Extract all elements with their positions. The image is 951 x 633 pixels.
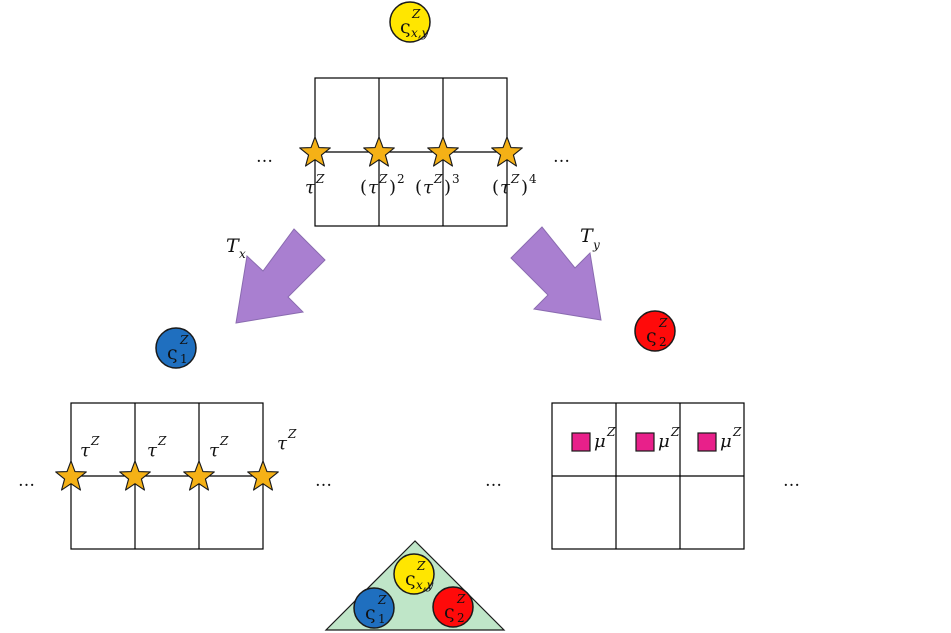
- svg-text:τ: τ: [368, 177, 379, 198]
- ty-label: T: [580, 225, 594, 247]
- svg-text:Z: Z: [510, 172, 520, 186]
- svg-text:Z: Z: [670, 425, 680, 439]
- tri-red-disc: ς Z 2: [432, 586, 474, 628]
- svg-text:ς: ς: [167, 342, 178, 364]
- fusion-triangle: ς Z x,y ς Z 1 ς Z 2: [324, 540, 506, 631]
- blue-disc-icon: [353, 587, 395, 629]
- badge-superscript: Z: [411, 7, 421, 21]
- svg-text:Z: Z: [287, 427, 297, 441]
- svg-text:ς: ς: [400, 16, 411, 38]
- arrow-icon: [510, 226, 602, 321]
- svg-text:Z: Z: [378, 172, 388, 186]
- tx-arrow: T x: [226, 228, 326, 324]
- svg-text:ς: ς: [646, 325, 657, 347]
- svg-text:4: 4: [529, 172, 537, 186]
- br-right-ellipsis: …: [783, 471, 800, 491]
- tx-label: T: [226, 235, 240, 257]
- svg-text:1: 1: [180, 352, 188, 366]
- bottom-right-grid: [551, 402, 745, 550]
- svg-text:Z: Z: [732, 425, 742, 439]
- top-right-ellipsis: …: [553, 147, 570, 167]
- tri-yellow-disc: ς Z x,y: [393, 553, 435, 595]
- svg-text:x,y: x,y: [416, 578, 434, 592]
- red-symmetry-badge: ς Z 2: [634, 310, 676, 352]
- square-icon: [635, 432, 655, 452]
- svg-text:Z: Z: [606, 425, 616, 439]
- svg-text:Z: Z: [315, 172, 325, 186]
- svg-text:μ: μ: [594, 431, 606, 452]
- svg-text:τ: τ: [423, 177, 434, 198]
- svg-text:τ: τ: [305, 177, 316, 198]
- svg-text:Z: Z: [90, 434, 100, 448]
- svg-text:3: 3: [452, 172, 460, 186]
- svg-text:Z: Z: [179, 333, 189, 347]
- svg-text:μ: μ: [720, 431, 732, 452]
- blue-symmetry-badge: ς Z 1: [155, 327, 197, 369]
- svg-text:Z: Z: [658, 316, 668, 330]
- svg-text:): ): [389, 177, 396, 198]
- red-disc-icon: [432, 586, 474, 628]
- svg-text:τ: τ: [277, 433, 288, 454]
- svg-text:τ: τ: [147, 440, 158, 461]
- svg-text:Z: Z: [377, 593, 387, 607]
- bottom-left-labels: τ Z τ Z τ Z τ Z: [80, 427, 297, 461]
- label-tau-2: ( τ Z ) 2: [360, 172, 405, 198]
- tx-subscript: x: [239, 247, 246, 261]
- top-symmetry-badge: ς Z x,y: [389, 1, 431, 43]
- bl-right-ellipsis: …: [315, 471, 332, 491]
- svg-text:2: 2: [457, 611, 465, 625]
- svg-text:ς: ς: [444, 601, 455, 623]
- svg-text:(: (: [415, 177, 422, 198]
- tri-blue-disc: ς Z 1: [353, 587, 395, 629]
- svg-text:Z: Z: [416, 559, 426, 573]
- bottom-right-squares: [571, 432, 717, 452]
- svg-text:Z: Z: [219, 434, 229, 448]
- svg-text:2: 2: [397, 172, 405, 186]
- svg-text:Z: Z: [456, 592, 466, 606]
- svg-text:ς: ς: [405, 568, 416, 590]
- yellow-disc-icon: [389, 1, 431, 43]
- bottom-left-grid: [70, 402, 264, 550]
- top-grid: [314, 77, 508, 227]
- svg-text:τ: τ: [80, 440, 91, 461]
- svg-text:(: (: [492, 177, 499, 198]
- badge-subscript: x,y: [411, 26, 429, 40]
- bl-left-ellipsis: …: [18, 471, 35, 491]
- svg-text:1: 1: [378, 612, 386, 626]
- svg-text:Z: Z: [433, 172, 443, 186]
- ty-arrow: T y: [510, 225, 602, 321]
- br-left-ellipsis: …: [485, 471, 502, 491]
- svg-text:τ: τ: [209, 440, 220, 461]
- blue-disc-icon: [155, 327, 197, 369]
- label-tau-1: τ Z: [305, 172, 325, 198]
- label-tau-4: ( τ Z ) 4: [492, 172, 537, 198]
- svg-text:(: (: [360, 177, 367, 198]
- arrow-icon: [235, 228, 326, 324]
- ty-subscript: y: [592, 238, 600, 252]
- square-icon: [571, 432, 591, 452]
- red-disc-icon: [634, 310, 676, 352]
- svg-text:Z: Z: [157, 434, 167, 448]
- svg-text:ς: ς: [365, 602, 376, 624]
- top-labels: τ Z ( τ Z ) 2 ( τ Z ) 3 ( τ Z ) 4: [305, 172, 537, 198]
- bottom-right-labels: μ Z μ Z μ Z: [594, 425, 742, 452]
- svg-text:2: 2: [659, 335, 667, 349]
- svg-text:τ: τ: [500, 177, 511, 198]
- svg-text:): ): [521, 177, 528, 198]
- square-icon: [697, 432, 717, 452]
- svg-text:μ: μ: [658, 431, 670, 452]
- badge-symbol: ς: [400, 16, 411, 38]
- yellow-disc-icon: [393, 553, 435, 595]
- label-tau-3: ( τ Z ) 3: [415, 172, 460, 198]
- svg-text:): ): [444, 177, 451, 198]
- top-left-ellipsis: …: [256, 147, 273, 167]
